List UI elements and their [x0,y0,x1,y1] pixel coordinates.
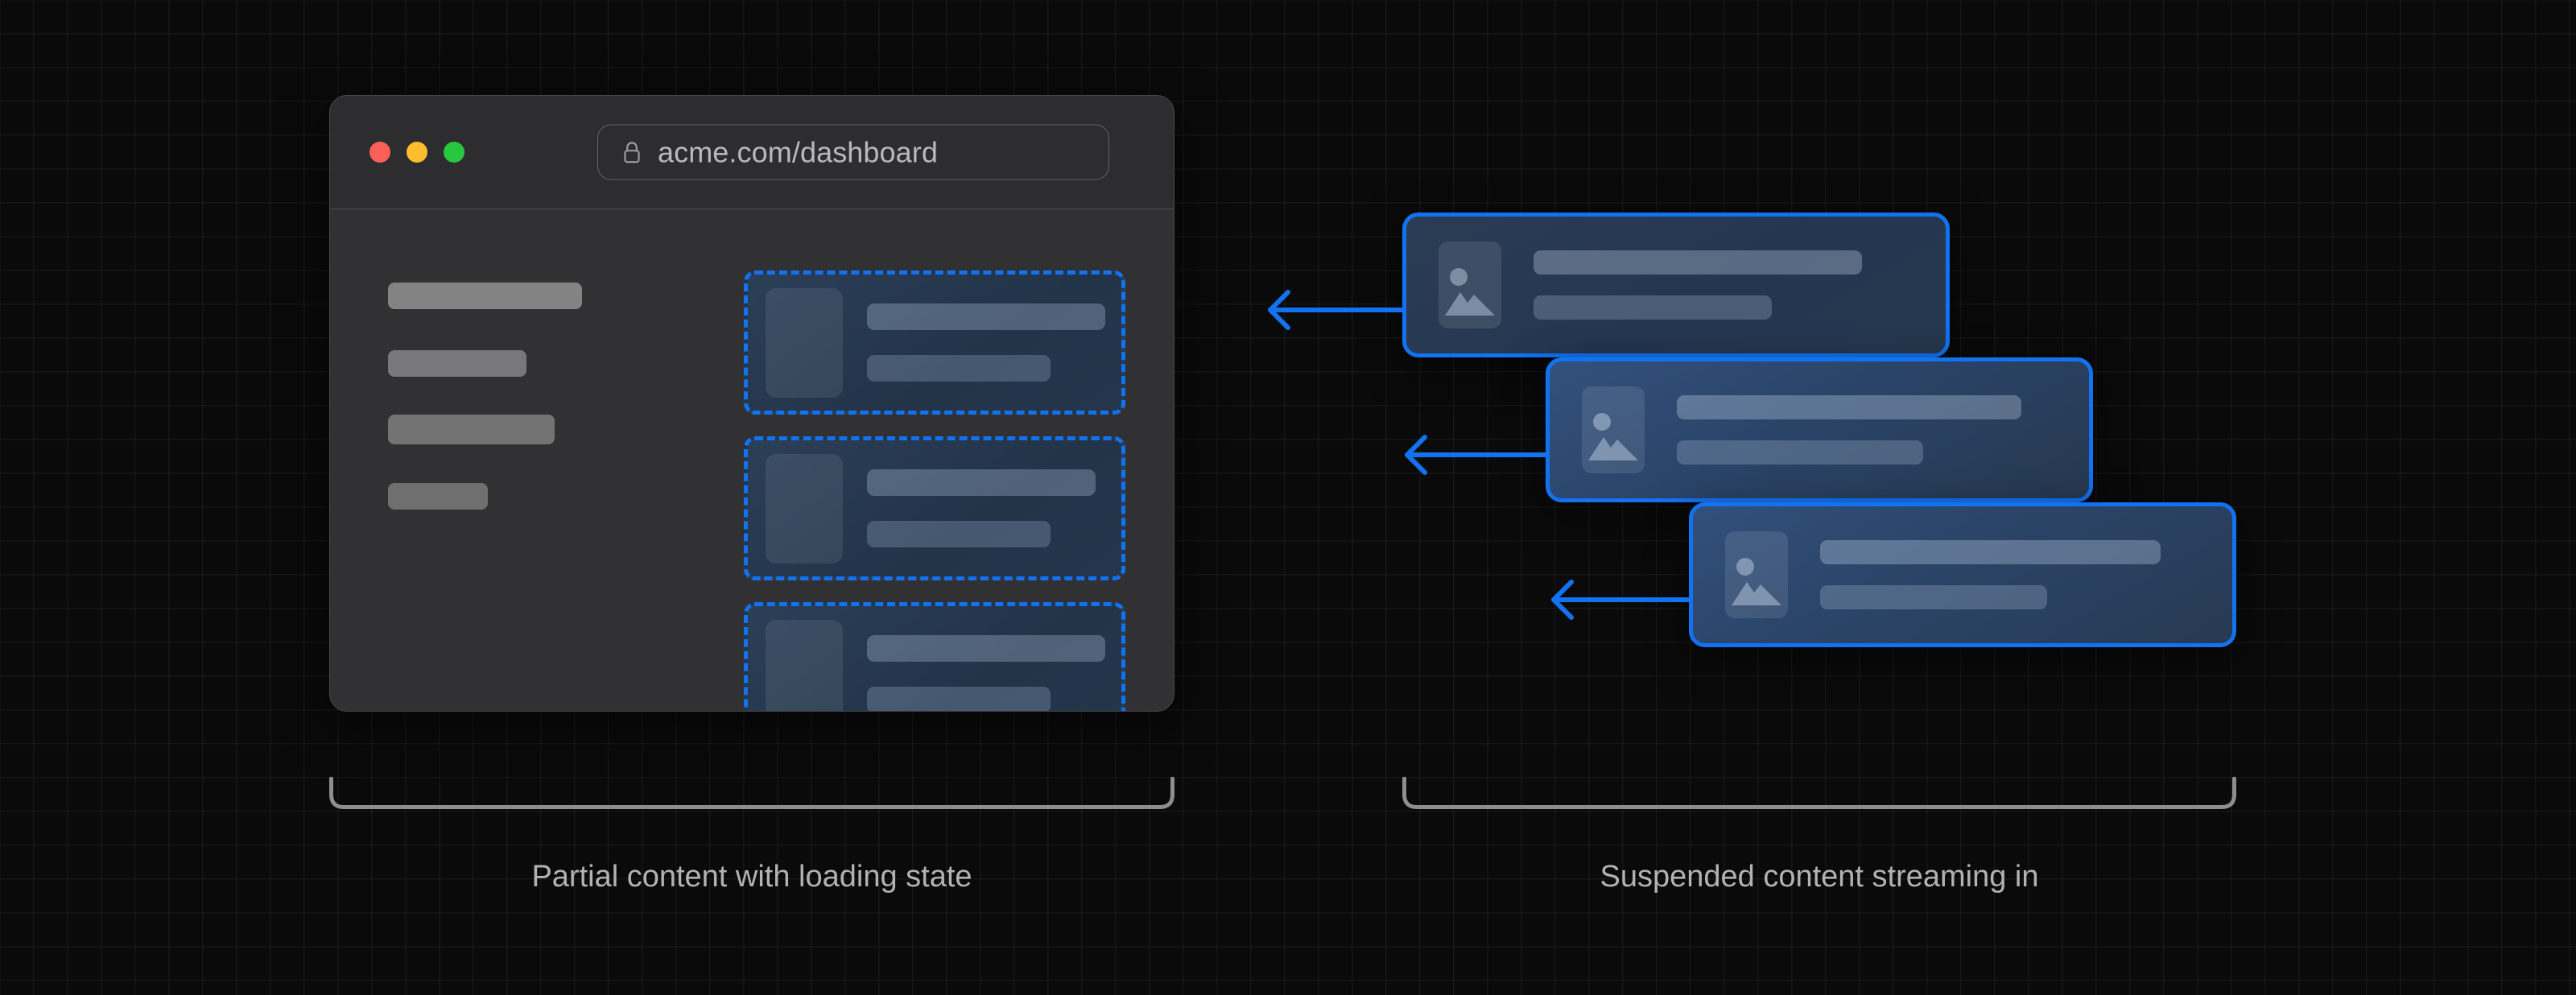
image-placeholder-icon [1588,413,1638,460]
thumbnail-placeholder [1439,242,1501,328]
sidebar-skeleton [388,283,621,510]
text-line-primary [1534,250,1863,275]
sidebar-skeleton-bar-2 [388,350,526,377]
sidebar-skeleton-bar-3 [388,415,555,444]
text-line-primary [1820,540,2161,564]
sidebar-skeleton-bar-1 [388,283,582,309]
text-line-secondary [867,355,1051,382]
lock-icon [624,141,640,163]
close-button[interactable] [369,142,390,163]
caption-left: Partial content with loading state [531,860,972,894]
sidebar-skeleton-bar-4 [388,483,488,510]
thumbnail-placeholder [766,287,843,398]
address-bar[interactable]: acme.com/dashboard [597,124,1109,180]
text-placeholder-lines [1820,540,2211,609]
loading-card-3[interactable] [744,602,1125,711]
thumbnail-placeholder [766,619,843,711]
browser-titlebar: acme.com/dashboard [330,96,1174,209]
text-line-secondary [1820,585,2047,609]
brace-left [329,777,1174,809]
text-line-secondary [867,687,1051,711]
browser-window: acme.com/dashboard [329,95,1174,712]
text-placeholder-lines [867,635,1105,711]
minimize-button[interactable] [407,142,427,163]
thumbnail-placeholder [766,453,843,564]
maximize-button[interactable] [444,142,464,163]
thumbnail-placeholder [1725,531,1788,618]
text-placeholder-lines [867,469,1105,547]
browser-content-area [330,209,1174,711]
text-placeholder-lines [1534,250,1925,320]
text-line-secondary [867,521,1051,547]
image-placeholder-icon [1732,558,1781,605]
url-text: acme.com/dashboard [658,135,938,168]
stream-arrow-3 [1551,580,1691,620]
thumbnail-placeholder [1582,386,1645,473]
streaming-card-1[interactable] [1402,213,1950,357]
loading-card-2[interactable] [744,436,1125,580]
text-line-primary [1677,395,2021,419]
stream-arrow-1 [1268,290,1405,330]
text-line-primary [867,469,1096,496]
loading-card-1[interactable] [744,270,1125,415]
text-line-primary [867,635,1105,662]
text-placeholder-lines [1677,395,2068,464]
loading-card-list [744,270,1125,711]
text-placeholder-lines [867,303,1105,382]
text-line-secondary [1534,295,1773,320]
stream-arrow-2 [1405,435,1548,475]
caption-right: Suspended content streaming in [1600,860,2039,894]
image-placeholder-icon [1445,268,1495,316]
brace-right [1402,777,2236,809]
streaming-card-2[interactable] [1546,357,2093,502]
window-controls [369,142,464,163]
text-line-secondary [1677,440,1924,464]
text-line-primary [867,303,1105,330]
streaming-card-3[interactable] [1689,502,2236,647]
